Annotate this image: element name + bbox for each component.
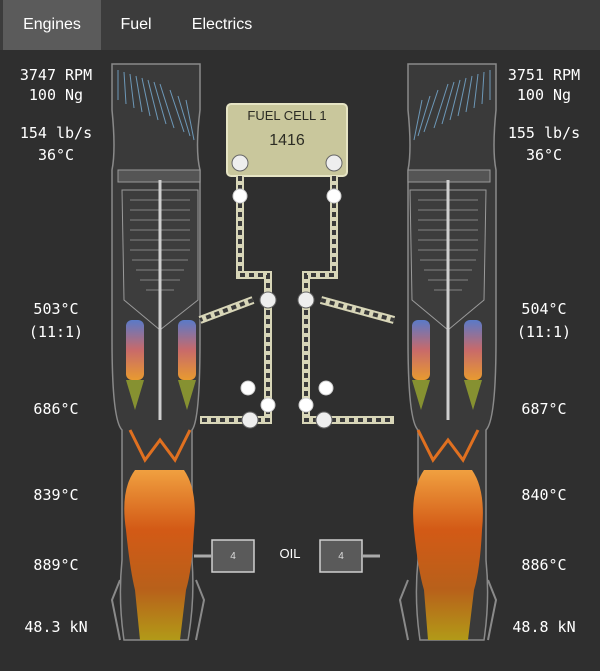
oil-label: OIL <box>279 546 301 561</box>
tab-bar: Engines Fuel Electrics <box>0 0 600 50</box>
left-turbine-temp: 686°C <box>33 400 79 418</box>
right-thrust: 48.8 kN <box>512 618 576 636</box>
left-ng: 100 Ng <box>28 86 84 104</box>
right-rpm: 3751 RPM <box>507 66 581 84</box>
right-intake-temp: 36°C <box>525 146 563 164</box>
left-intake-temp: 36°C <box>37 146 75 164</box>
left-compressor-temp: 503°C <box>33 300 79 318</box>
fuel-system <box>198 103 396 429</box>
tab-electrics[interactable]: Electrics <box>191 16 253 33</box>
tab-engines[interactable]: Engines <box>3 0 101 50</box>
right-ratio: (11:1) <box>516 323 572 341</box>
left-exhaust-temp: 839°C <box>33 486 79 504</box>
fuel-cell-box <box>226 103 348 177</box>
right-compressor-temp: 504°C <box>521 300 567 318</box>
left-rpm: 3747 RPM <box>19 66 93 84</box>
right-engine <box>398 63 498 641</box>
left-ratio: (11:1) <box>28 323 84 341</box>
right-exhaust-temp: 840°C <box>521 486 567 504</box>
oil-right-value: 4 <box>338 551 344 562</box>
oil-system <box>194 539 380 573</box>
right-nozzle-temp: 886°C <box>521 556 567 574</box>
left-engine <box>110 63 206 641</box>
left-thrust: 48.3 kN <box>24 618 88 636</box>
left-nozzle-temp: 889°C <box>33 556 79 574</box>
right-turbine-temp: 687°C <box>521 400 567 418</box>
right-flow: 155 lb/s <box>507 124 581 142</box>
fuel-cell-title: FUEL CELL 1 <box>247 108 327 123</box>
right-ng: 100 Ng <box>516 86 572 104</box>
oil-left-box <box>211 539 255 573</box>
tab-fuel[interactable]: Fuel <box>120 16 152 33</box>
oil-left-value: 4 <box>230 551 236 562</box>
fuel-cell-value: 1416 <box>269 132 305 149</box>
left-flow: 154 lb/s <box>19 124 93 142</box>
